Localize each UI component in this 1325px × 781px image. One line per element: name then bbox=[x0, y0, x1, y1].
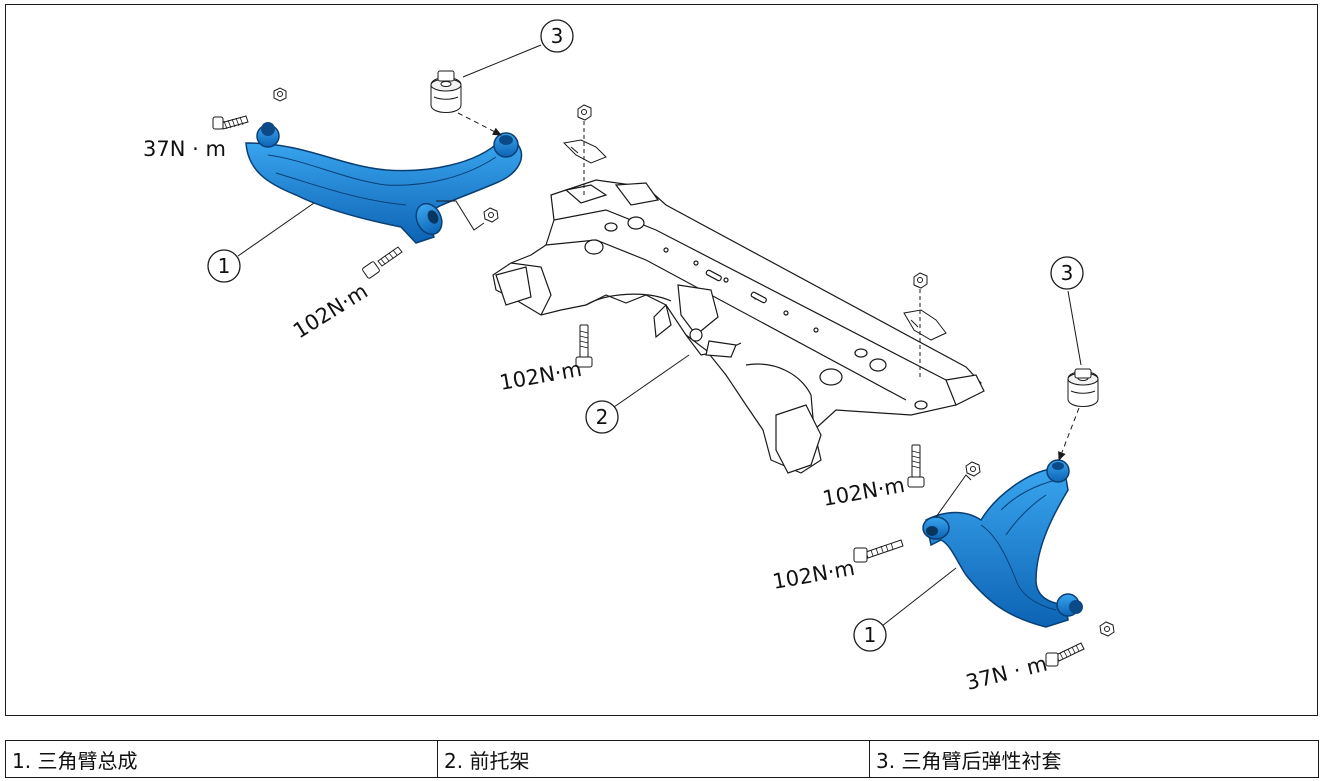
callout-number: 3 bbox=[1061, 261, 1074, 285]
nut-upper-left bbox=[273, 87, 287, 102]
bolt-upper-left bbox=[212, 115, 249, 130]
nut-right-arm-pivot bbox=[965, 461, 981, 477]
bolt-lower-right bbox=[1045, 642, 1085, 667]
callout-number: 2 bbox=[596, 405, 609, 429]
callout-number: 3 bbox=[551, 24, 564, 48]
torque-label-frame-left: 102N·m bbox=[498, 357, 584, 395]
legend-table: 1. 三角臂总成 2. 前托架 3. 三角臂后弹性衬套 bbox=[5, 740, 1319, 778]
subframe-bracket-right bbox=[903, 272, 947, 380]
torque-label-left-arm-pivot: 102N·m bbox=[289, 279, 372, 343]
torque-label-lower-right: 37N · m bbox=[963, 652, 1049, 695]
legend-item-front-subframe: 2. 前托架 bbox=[437, 740, 870, 778]
front-subframe bbox=[492, 179, 985, 474]
bushing-right bbox=[1067, 368, 1099, 407]
left-control-arm bbox=[245, 122, 523, 244]
diagram-canvas: 3 1 2 3 1 37N · m 102N·m 102N·m 102N·m 1… bbox=[143, 19, 1115, 695]
callout-subframe: 2 bbox=[585, 354, 690, 434]
callout-bushing-right: 3 bbox=[1050, 256, 1084, 366]
torque-label-upper-left: 37N · m bbox=[143, 137, 226, 161]
right-control-arm bbox=[922, 459, 1083, 628]
legend-row: 1. 三角臂总成 2. 前托架 3. 三角臂后弹性衬套 bbox=[5, 740, 1319, 778]
exploded-view-diagram: 3 1 2 3 1 37N · m 102N·m 102N·m 102N·m 1… bbox=[5, 4, 1318, 716]
callout-arm-right: 1 bbox=[853, 567, 957, 652]
legend-item-control-arm-assembly: 1. 三角臂总成 bbox=[5, 740, 438, 778]
callout-number: 1 bbox=[864, 623, 877, 647]
nut-lower-right bbox=[1099, 621, 1115, 637]
bolt-right-arm-pivot bbox=[853, 539, 904, 563]
subframe-bracket-upper bbox=[562, 104, 607, 195]
torque-label-frame-right: 102N·m bbox=[821, 473, 907, 511]
bolt-left-arm-pivot bbox=[362, 246, 403, 279]
torque-label-right-arm-pivot: 102N·m bbox=[771, 556, 857, 594]
bolt-frame-right bbox=[907, 444, 925, 488]
callout-bushing-left: 3 bbox=[462, 19, 574, 78]
bushing-left bbox=[430, 70, 462, 113]
nut-left-arm-pivot bbox=[483, 207, 499, 223]
legend-item-rear-bushing: 3. 三角臂后弹性衬套 bbox=[869, 740, 1319, 778]
callout-number: 1 bbox=[218, 254, 231, 278]
callout-arm-left: 1 bbox=[207, 202, 315, 283]
bolt-frame-left bbox=[575, 324, 593, 368]
